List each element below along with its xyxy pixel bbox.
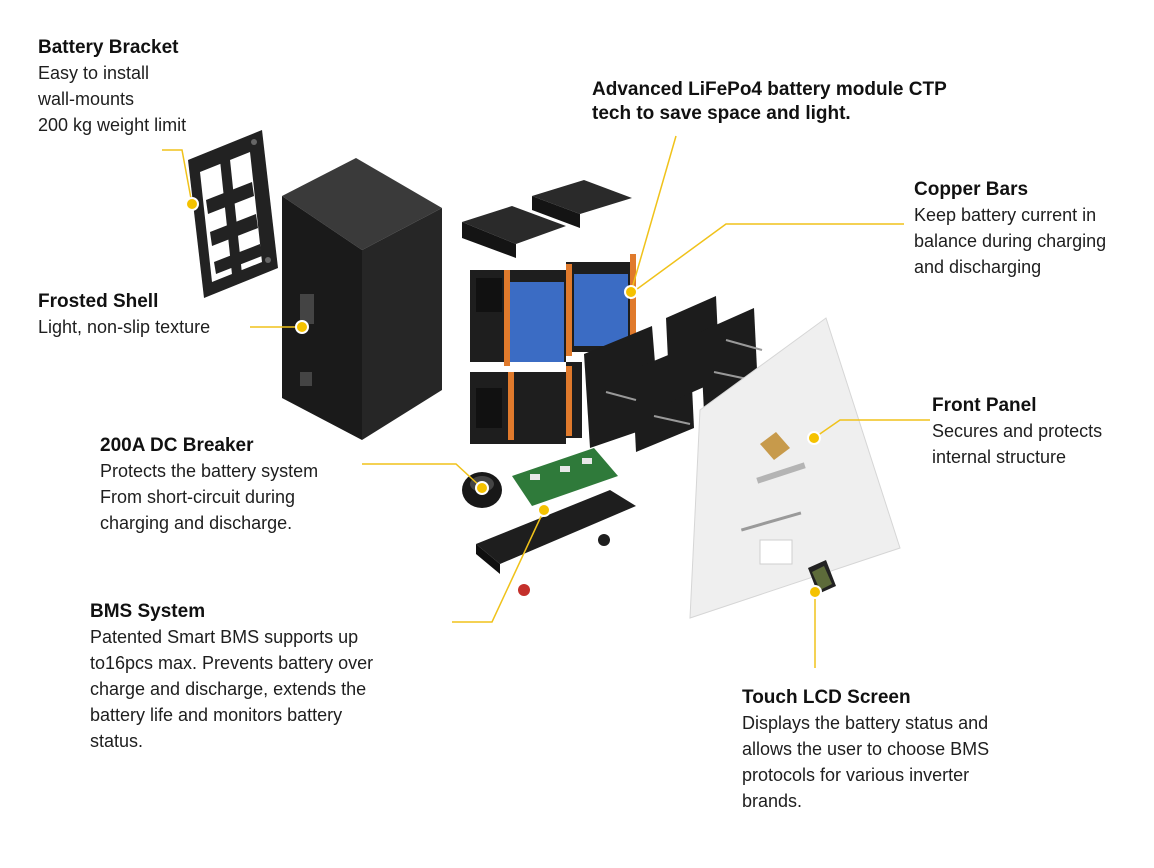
callout-lifepo4-module: Advanced LiFePo4 battery module CTP tech… — [592, 78, 1042, 126]
callout-title: 200A DC Breaker — [100, 435, 254, 456]
end-plates-drawing — [584, 296, 763, 452]
callout-title: Advanced LiFePo4 battery module CTP tech… — [592, 79, 947, 124]
front-panel-callout-dot — [807, 431, 821, 445]
front-panel-drawing — [689, 317, 901, 619]
bracket-callout-dot — [185, 197, 199, 211]
callout-title: Touch LCD Screen — [742, 687, 911, 708]
battery-modules-drawing — [470, 254, 636, 444]
callout-description: Easy to install wall-mounts 200 kg weigh… — [38, 63, 187, 135]
callout-title: Copper Bars — [914, 179, 1029, 200]
lcd-callout-dot — [808, 585, 822, 599]
breaker-callout-dot — [475, 481, 489, 495]
callout-title: Frosted Shell — [38, 291, 159, 312]
leader-lines — [162, 135, 930, 668]
callout-battery-bracket: Battery Bracket Easy to install wall-mou… — [38, 36, 298, 138]
callout-front-panel: Front Panel Secures and protects interna… — [932, 394, 1148, 470]
bms-board-drawing — [476, 448, 636, 596]
copper-callout-dot — [624, 285, 638, 299]
callout-description: Patented Smart BMS supports up to16pcs m… — [90, 627, 374, 751]
frosted-shell-drawing — [282, 158, 442, 440]
callout-title: Battery Bracket — [38, 37, 179, 58]
battery-bracket-drawing — [188, 130, 278, 298]
callout-bms-system: BMS System Patented Smart BMS supports u… — [90, 600, 430, 754]
callout-title: Front Panel — [932, 395, 1037, 416]
callout-description: Light, non-slip texture — [38, 317, 211, 337]
callout-description: Protects the battery system From short-c… — [100, 461, 319, 533]
callout-title: BMS System — [90, 601, 206, 622]
callout-dc-breaker: 200A DC Breaker Protects the battery sys… — [100, 434, 380, 536]
callout-description: Keep battery current in balance during c… — [914, 205, 1107, 277]
top-covers-drawing — [462, 180, 632, 258]
callout-description: Secures and protects internal structure — [932, 421, 1103, 467]
callout-dots — [185, 197, 822, 599]
callout-description: Displays the battery status and allows t… — [742, 713, 990, 811]
callout-touch-lcd: Touch LCD Screen Displays the battery st… — [742, 686, 1062, 814]
callout-copper-bars: Copper Bars Keep battery current in bala… — [914, 178, 1150, 280]
shell-callout-dot — [295, 320, 309, 334]
bms-callout-dot — [537, 503, 551, 517]
callout-frosted-shell: Frosted Shell Light, non-slip texture — [38, 290, 278, 340]
